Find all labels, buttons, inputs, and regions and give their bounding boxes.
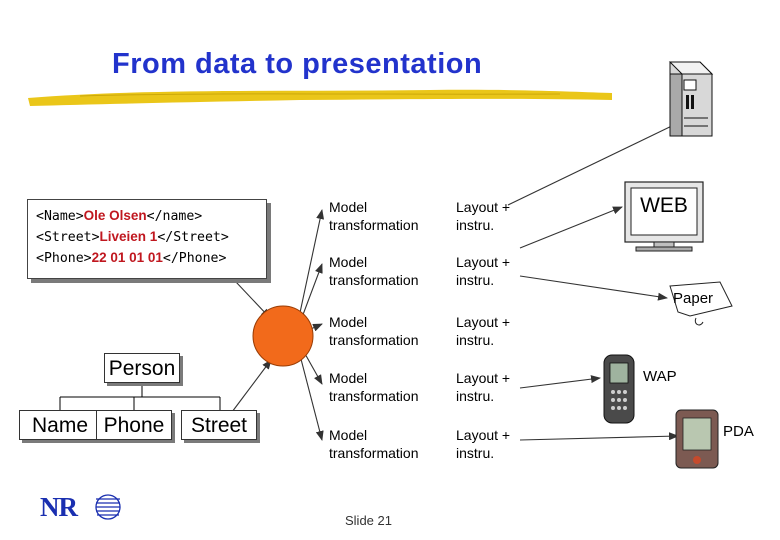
name-value: Ole Olsen: [83, 208, 147, 223]
wap-label: WAP: [643, 368, 677, 385]
layout-instruction-cell: Layout +instru.: [456, 427, 511, 461]
arrow-tree-to-hub: [231, 359, 272, 413]
tree-node-phone: Phone: [96, 410, 172, 440]
pda-icon: [675, 409, 719, 469]
tree-node-name: Name: [19, 410, 101, 440]
tag-close: </Street>: [157, 230, 229, 245]
title-underline-streak: [79, 93, 561, 97]
layout-instruction-cell: Layout +instru.: [456, 199, 511, 233]
tag-close: </name>: [146, 209, 203, 224]
transformation-hub: [252, 305, 314, 367]
arrow-to-web: [519, 206, 623, 249]
tag-close: </Phone>: [162, 251, 227, 266]
tree-node-street: Street: [181, 410, 257, 440]
monitor-icon: [624, 181, 704, 252]
server-icon: [668, 61, 714, 137]
xml-source-box: <Name>Ole Olsen</name> <Street>Liveien 1…: [27, 199, 267, 279]
slide-number: Slide 21: [345, 513, 392, 528]
layout-instruction-cell: Layout +instru.: [456, 370, 511, 404]
slide-title: From data to presentation: [112, 48, 483, 80]
pda-label: PDA: [723, 423, 754, 440]
nr-logo-globe: [95, 494, 121, 520]
street-value: Liveien 1: [99, 229, 158, 244]
tag-open: <Street>: [36, 230, 100, 245]
xml-phone-line: <Phone>22 01 01 01</Phone>: [36, 248, 266, 269]
tree-node-person: Person: [104, 353, 180, 383]
xml-name-line: <Name>Ole Olsen</name>: [36, 206, 266, 227]
paper-label: Paper: [673, 290, 714, 307]
phone-value: 22 01 01 01: [91, 250, 163, 265]
tag-open: <Phone>: [36, 251, 92, 266]
nr-logo-text: NR: [40, 492, 78, 522]
web-label: WEB: [640, 194, 688, 217]
arrow-to-pda: [519, 432, 679, 441]
tree-connectors: [59, 385, 221, 410]
layout-instruction-cell: Layout +instru.: [456, 254, 511, 288]
paper-icon: [669, 281, 733, 326]
arrow-to-paper: [519, 275, 668, 301]
title-underline: [28, 89, 612, 106]
phone-icon: [603, 354, 635, 424]
tag-open: <Name>: [36, 209, 84, 224]
xml-street-line: <Street>Liveien 1</Street>: [36, 227, 266, 248]
layout-instruction-cell: Layout +instru.: [456, 314, 511, 348]
arrow-to-wap: [519, 375, 601, 389]
arrow-to-server: [507, 121, 681, 206]
